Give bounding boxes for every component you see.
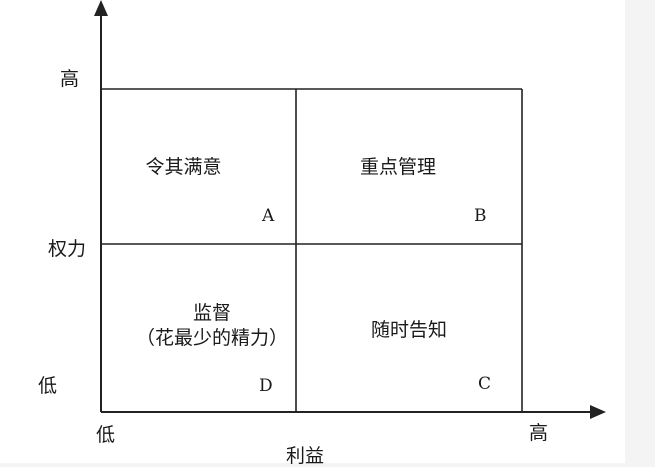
- quadrant-d-letter: D: [259, 376, 273, 396]
- quadrant-a-line1: 令其满意: [145, 156, 222, 178]
- x-axis-arrowhead: [590, 405, 606, 419]
- quadrant-b-line1: 重点管理: [359, 156, 436, 178]
- quadrant-a-text: 令其满意: [101, 155, 266, 180]
- quadrant-c-line1: 随时告知: [370, 319, 447, 341]
- x-axis-low-label: 低: [96, 424, 116, 446]
- y-axis-high-label: 高: [60, 68, 80, 90]
- diagram-canvas: 高 权力 低 低 高 利益 令其满意 A 重点管理 B 监督 （花最少的精力） …: [0, 0, 625, 467]
- quadrant-b-text: 重点管理: [296, 155, 500, 180]
- quadrant-c-text: 随时告知: [296, 318, 522, 343]
- x-axis-title: 利益: [286, 445, 325, 467]
- quadrant-a-letter: A: [262, 206, 275, 226]
- quadrant-d-line2: （花最少的精力）: [135, 326, 288, 349]
- quadrant-d-line1: 监督: [192, 302, 231, 324]
- quadrant-c-letter: C: [478, 374, 492, 394]
- y-axis-title: 权力: [48, 238, 87, 260]
- quadrant-b-letter: B: [474, 206, 487, 226]
- y-axis-low-label: 低: [38, 375, 58, 397]
- quadrant-d-text: 监督 （花最少的精力）: [101, 301, 323, 350]
- grid-svg: [94, 0, 606, 419]
- y-axis-arrowhead: [94, 0, 108, 16]
- x-axis-high-label: 高: [529, 422, 549, 444]
